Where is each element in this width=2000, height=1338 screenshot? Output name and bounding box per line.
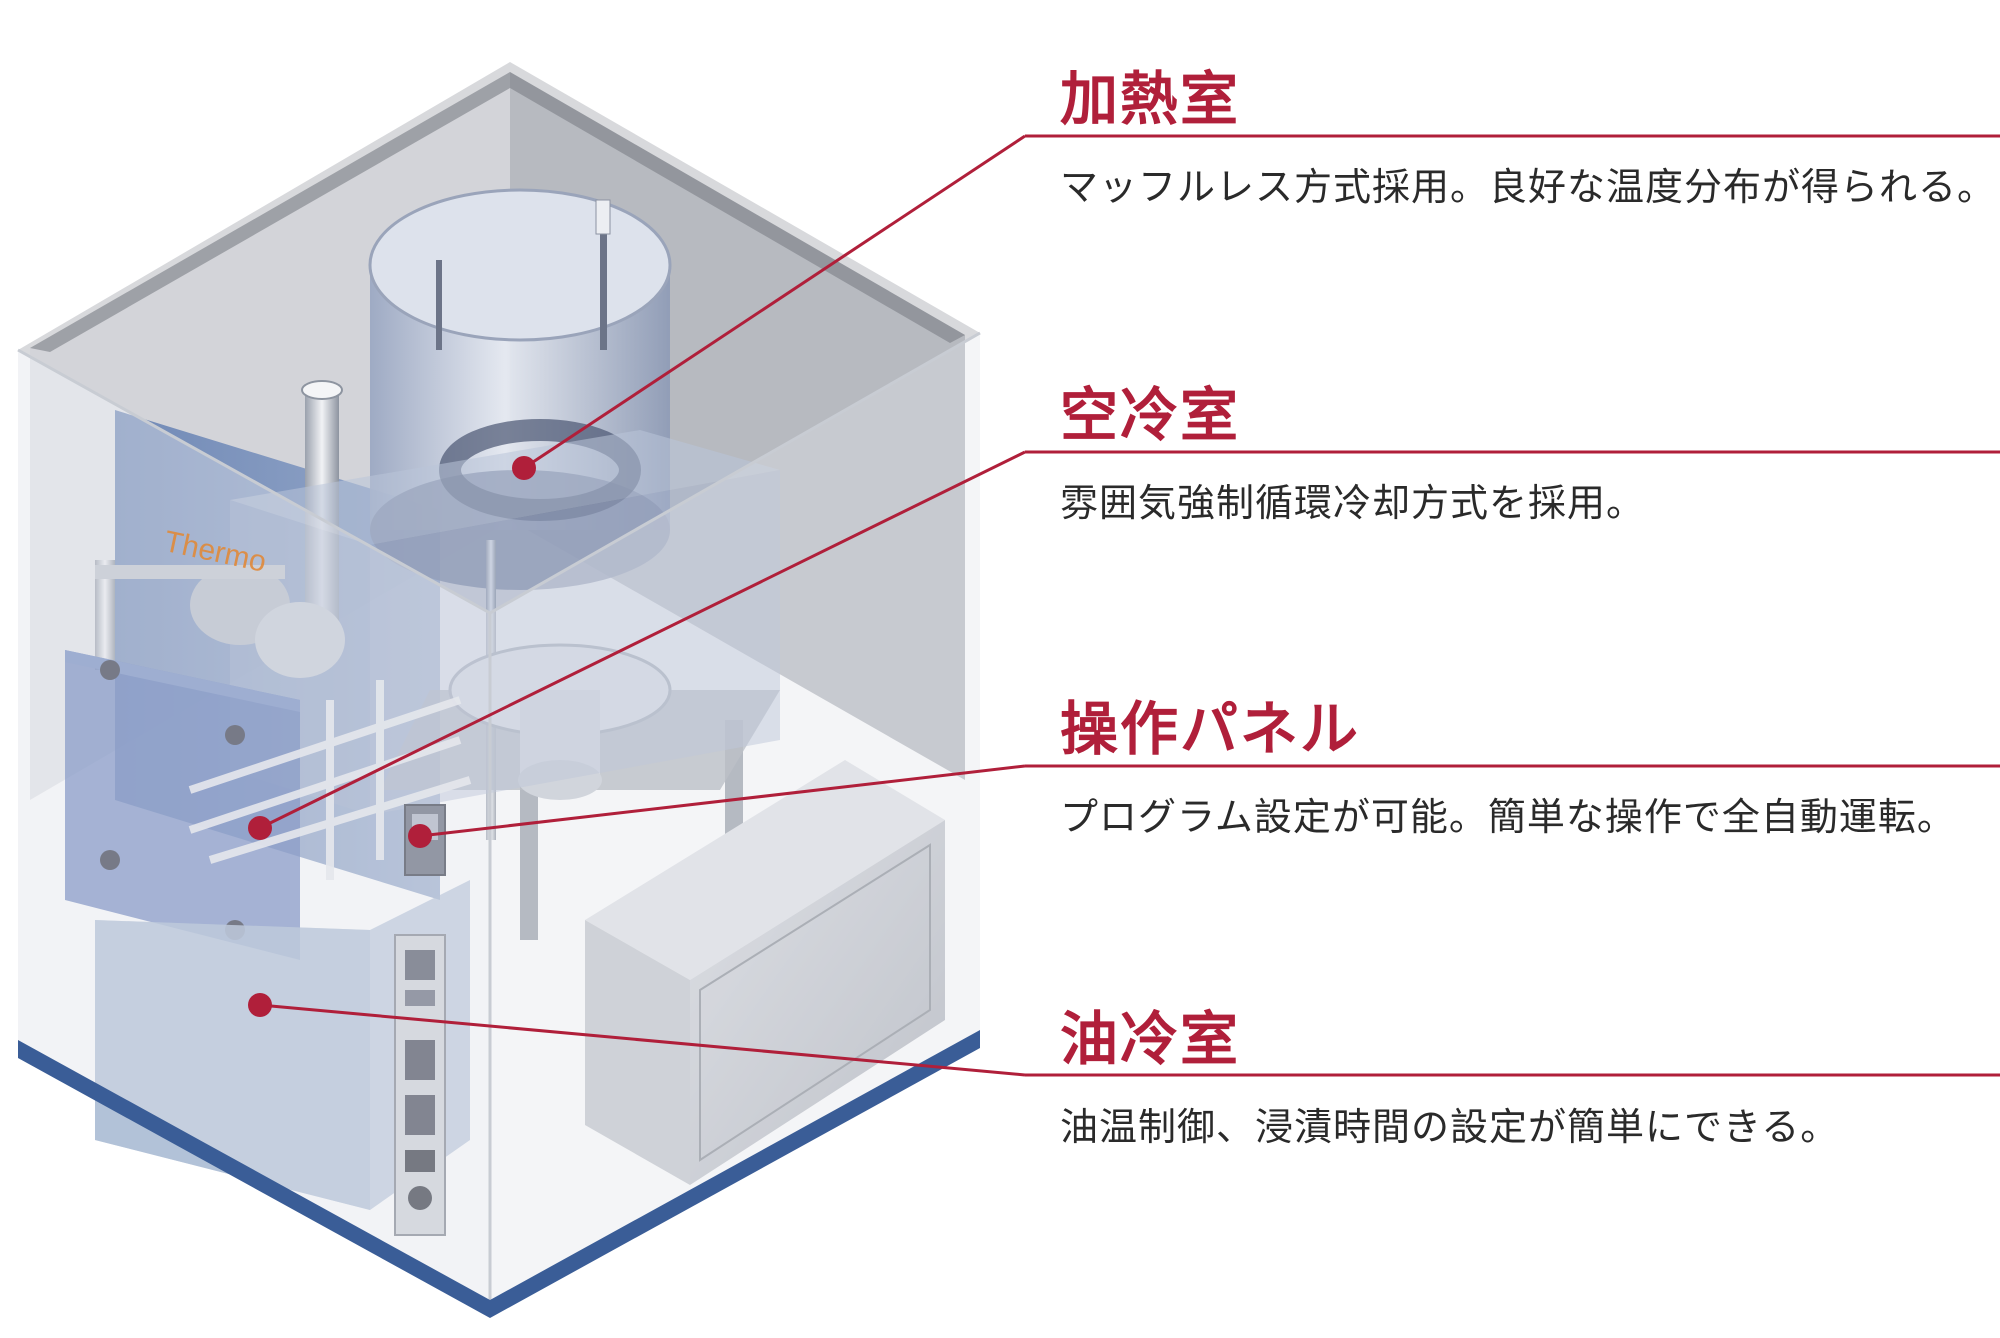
control-column — [394, 934, 446, 1236]
air-cooling-chamber-description: 雰囲気強制循環冷却方式を採用。 — [1060, 481, 1646, 525]
control-panel-description: プログラム設定が可能。簡単な操作で全自動運転。 — [1060, 795, 1956, 839]
leader-air-cooling — [259, 450, 1026, 830]
oil-cooling-chamber-description: 油温制御、浸漬時間の設定が簡単にできる。 — [1060, 1105, 1840, 1149]
air-cooling-chamber-title: 空冷室 — [1060, 381, 1241, 449]
oil-cooling-chamber-title: 油冷室 — [1060, 1005, 1241, 1073]
marker-air-cooling — [248, 816, 272, 840]
base-stripe — [18, 1030, 980, 1318]
marker-oil-cooling — [248, 993, 272, 1017]
marker-control-panel — [408, 824, 432, 848]
callout-lines — [259, 134, 2000, 1077]
heating-chamber-description: マッフルレス方式採用。良好な温度分布が得られる。 — [1060, 165, 1997, 209]
callout-markers — [248, 456, 536, 1017]
control-panel-title: 操作パネル — [1060, 695, 1361, 763]
leader-heating — [523, 134, 1026, 470]
leader-oil-cooling — [259, 1003, 1026, 1077]
gray-cabinet — [585, 760, 945, 1185]
leader-control-panel — [419, 764, 1026, 838]
marker-heating — [512, 456, 536, 480]
heating-chamber-title: 加熱室 — [1060, 65, 1241, 133]
furnace-front-door — [65, 650, 300, 960]
